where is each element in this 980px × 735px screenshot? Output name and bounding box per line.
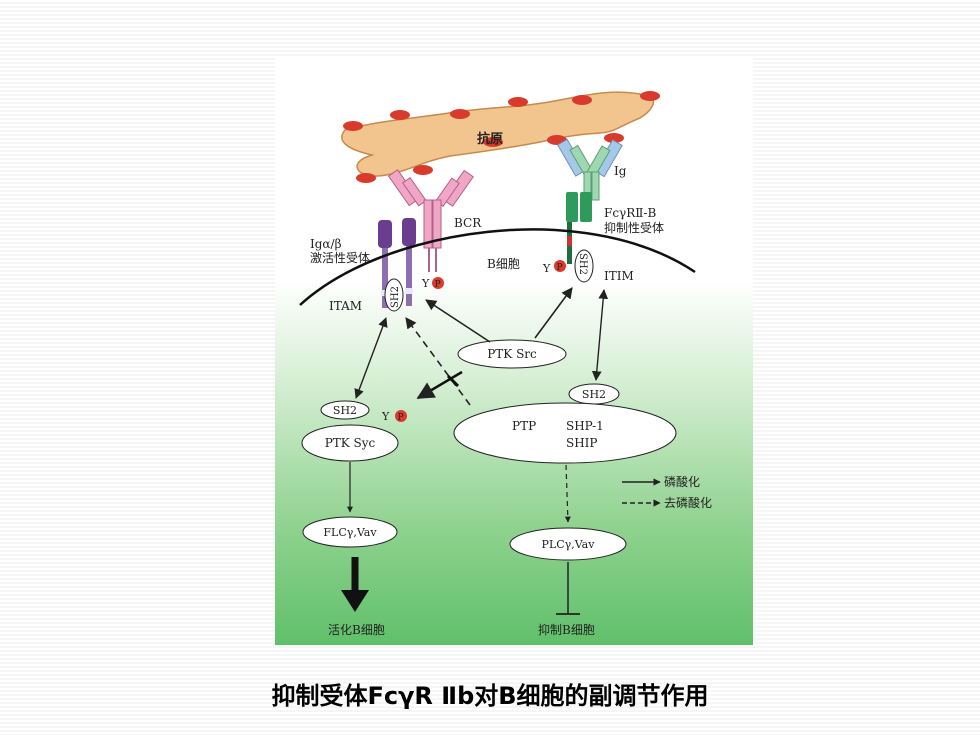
y-label: Y — [542, 262, 551, 275]
legend-phos-label: 磷酸化 — [664, 474, 700, 489]
legend-dephos-label: 去磷酸化 — [664, 495, 712, 510]
epitope — [604, 133, 624, 143]
itam-label: ITAM — [329, 299, 362, 313]
epitope — [450, 109, 470, 119]
bcr-label: BCR — [454, 216, 482, 230]
sh2-itim — [574, 249, 594, 283]
fcgr-receptor — [566, 192, 592, 264]
antigen — [341, 91, 660, 183]
receptor-name-label: FcγRⅡ-B — [604, 206, 656, 220]
b-cell-signaling-diagram: 抗原 BCR Igα/β 激活性受体 Ig FcγRⅡ-B 抑制性受体 — [275, 57, 753, 645]
epitope — [413, 165, 433, 175]
ig-alpha-beta — [378, 218, 416, 308]
plc-vav-node — [509, 527, 627, 561]
epitope — [343, 121, 363, 131]
p-label: P — [557, 263, 563, 273]
flc-vav-node — [302, 516, 398, 548]
y-label: Y — [421, 277, 430, 290]
sh2-itam-label: SH2 — [390, 286, 401, 308]
plc-vav-label: PLCγ,Vav — [542, 538, 596, 551]
bcr-receptor — [387, 169, 474, 249]
ptk-src-node — [457, 339, 567, 369]
phospho-badge — [432, 277, 444, 289]
epitope — [390, 110, 410, 120]
y-label: Y — [381, 410, 390, 423]
arrow-src-to-itim — [534, 287, 573, 339]
block-bar — [446, 374, 460, 388]
ig-antibody — [556, 138, 623, 201]
page-caption: 抑制受体FcγR Ⅱb对B细胞的副调节作用 — [271, 682, 709, 710]
ptk-syc-label: PTK Syc — [325, 436, 376, 450]
sh2-itam — [384, 278, 404, 312]
shp1-label: SHP-1 — [566, 419, 604, 433]
activating-receptor-label: 激活性受体 — [310, 251, 370, 265]
receptor-desc-label: 抑制性受体 — [604, 220, 664, 235]
arrow-itim-sh2 — [591, 289, 609, 381]
epitope — [640, 91, 660, 101]
epitope — [508, 97, 528, 107]
ig-label: Ig — [614, 164, 627, 178]
arrow-itam-sh2 — [354, 317, 388, 399]
sh2-syk — [320, 400, 370, 420]
epitope — [356, 173, 376, 183]
epitope — [483, 137, 503, 147]
phospho-badge — [554, 260, 566, 272]
sh2-syk-label: SH2 — [333, 404, 357, 417]
dephos-arrow-ptp-plc — [564, 464, 571, 523]
b-cell-label: B细胞 — [487, 257, 520, 271]
activate-arrow-head — [341, 590, 369, 612]
arrow-src-to-itam — [425, 299, 491, 343]
ptp-label: PTP — [512, 419, 536, 433]
inhibit-b-label: 抑制B细胞 — [538, 622, 595, 637]
sh2-ptp-label: SH2 — [582, 388, 606, 401]
dephos-arrow-ptp-itam — [405, 317, 471, 406]
ptk-syc-node — [301, 424, 399, 462]
itim-label: ITIM — [604, 269, 634, 283]
cell-membrane — [299, 228, 696, 306]
ptp-node — [453, 402, 677, 464]
activate-b-label: 活化B细胞 — [328, 623, 385, 637]
ship-label: SHIP — [566, 436, 598, 450]
inhibit-arrow-syk — [416, 370, 463, 400]
flc-vav-label: FLCγ,Vav — [323, 526, 377, 539]
sh2-itim-label: SH2 — [577, 253, 588, 275]
ig-ab-label: Igα/β — [310, 237, 342, 251]
ptk-src-label: PTK Src — [487, 347, 537, 361]
p-label: P — [398, 413, 404, 423]
phospho-badge — [395, 410, 407, 422]
epitope — [572, 95, 592, 105]
antigen-label: 抗原 — [477, 131, 503, 147]
p-label: P — [435, 280, 441, 290]
